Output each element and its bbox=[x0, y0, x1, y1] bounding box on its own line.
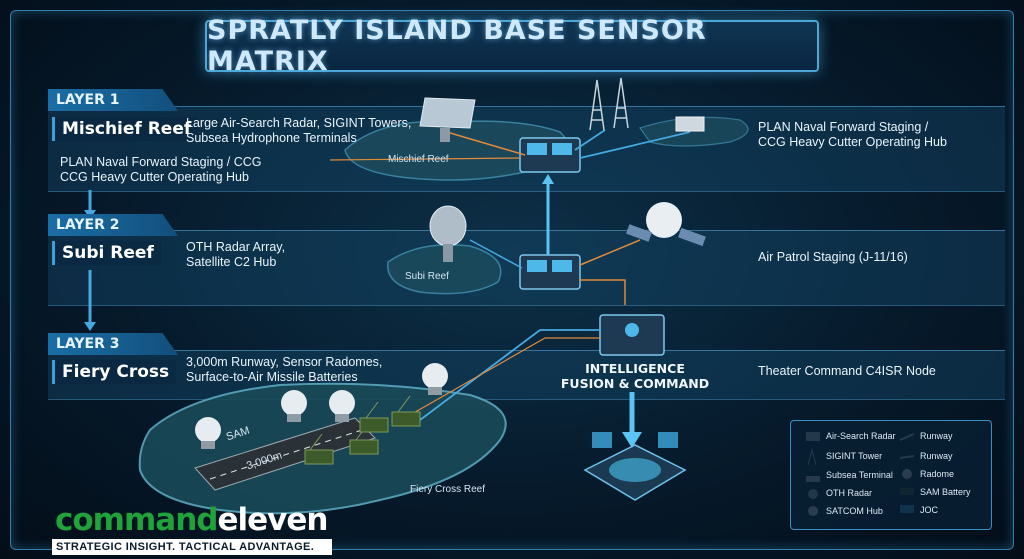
layer-1-sensors-line2: Subsea Hydrophone Terminals bbox=[186, 131, 357, 145]
fusion-command-console bbox=[599, 314, 665, 356]
layer-3-reef-name: Fiery Cross bbox=[52, 360, 177, 384]
fusion-command-label: INTELLIGENCE FUSION & COMMAND bbox=[560, 361, 710, 391]
layer-2-sensors-line2: Satellite C2 Hub bbox=[186, 255, 277, 269]
fusion-to-joc-arrowhead bbox=[622, 432, 642, 448]
layer-2-label: LAYER 2 bbox=[48, 214, 178, 236]
subi-reef-island bbox=[387, 243, 502, 295]
satcom-hub-icon bbox=[626, 202, 706, 247]
layer-3-role-line1: Theater Command C4ISR Node bbox=[758, 364, 936, 378]
fiery-cross-to-fusion-link-2 bbox=[409, 337, 600, 416]
subi-to-mischief-arrowhead bbox=[542, 174, 554, 184]
title-banner: SPRATLY ISLAND BASE SENSOR MATRIX bbox=[205, 15, 819, 77]
subi-hub-console bbox=[519, 254, 581, 290]
layer-3-label: LAYER 3 bbox=[48, 333, 178, 355]
outer-frame bbox=[10, 10, 1014, 550]
legend-satcom-hub: SATCOM Hub bbox=[826, 506, 883, 516]
runway-strip bbox=[194, 417, 376, 491]
subi-radar-link bbox=[469, 239, 523, 269]
radar-to-hub-link bbox=[439, 129, 526, 156]
terminal-to-hub-link bbox=[579, 131, 691, 159]
legend-runway: Runway bbox=[920, 431, 953, 441]
layer-2-reef-name: Subi Reef bbox=[52, 241, 161, 265]
towers-to-hub-link bbox=[574, 129, 606, 151]
sigint-tower-icon bbox=[589, 77, 629, 131]
layer-1-reef-name: Mischief Reef bbox=[52, 117, 199, 141]
layer-1-left-line2: CCG Heavy Cutter Operating Hub bbox=[60, 170, 249, 184]
brand-part1: command bbox=[55, 502, 218, 538]
layer-3-sensors-line1: 3,000m Runway, Sensor Radomes, bbox=[186, 355, 383, 369]
mischief-reef-caption: Mischief Reef bbox=[388, 154, 449, 165]
legend-sigint-tower: SIGINT Tower bbox=[826, 451, 883, 461]
radome-icons bbox=[195, 363, 448, 449]
page-title: SPRATLY ISLAND BASE SENSOR MATRIX bbox=[207, 15, 707, 77]
layer-1-left-line1: PLAN Naval Forward Staging / CCG bbox=[60, 155, 262, 169]
layer-1-label: LAYER 1 bbox=[48, 89, 178, 111]
legend-oth-radar: OTH Radar bbox=[826, 488, 873, 498]
brand-tagline: STRATEGIC INSIGHT. TACTICAL ADVANTAGE. bbox=[52, 539, 332, 555]
layer-1-band bbox=[48, 106, 1005, 192]
legend-subsea-terminal: Subsea Terminal bbox=[826, 470, 893, 480]
legend-panel bbox=[790, 420, 992, 530]
layer-1-role-line1: PLAN Naval Forward Staging / bbox=[758, 120, 929, 134]
legend-joc: JOC bbox=[920, 505, 938, 515]
subi-reef-caption: Subi Reef bbox=[405, 271, 449, 282]
layer-1-role-line2: CCG Heavy Cutter Operating Hub bbox=[758, 135, 947, 149]
joc-console bbox=[583, 432, 687, 501]
subi-to-fusion-link bbox=[580, 279, 626, 305]
air-search-radar-icon bbox=[419, 97, 476, 142]
mischief-hub-console bbox=[519, 137, 581, 173]
brand-part2: eleven bbox=[217, 502, 328, 538]
runway-centerline bbox=[209, 429, 363, 480]
layer-2-role-line1: Air Patrol Staging (J-11/16) bbox=[758, 250, 908, 264]
legend-sam-battery: SAM Battery bbox=[920, 487, 971, 497]
fusion-line1: INTELLIGENCE bbox=[585, 361, 685, 376]
satellite-link bbox=[579, 239, 641, 266]
legend-air-search-radar: Air-Search Radar bbox=[826, 431, 896, 441]
fusion-line2: FUSION & COMMAND bbox=[560, 376, 710, 391]
sam-battery-icons bbox=[304, 395, 421, 465]
layer-2-sensors-line1: OTH Radar Array, bbox=[186, 240, 286, 254]
mischief-left-link bbox=[329, 157, 521, 161]
oth-radar-icon bbox=[429, 205, 467, 262]
layer-3-sensors-line2: Surface-to-Air Missile Batteries bbox=[186, 370, 358, 384]
fiery-cross-to-fusion-link bbox=[419, 329, 600, 421]
fiery-cross-reef-caption: Fiery Cross Reef bbox=[410, 484, 486, 495]
subsea-terminal-icon bbox=[675, 116, 705, 132]
legend-runway-strip: Runway bbox=[920, 451, 953, 461]
legend-radome: Radome bbox=[920, 469, 955, 479]
layer-1-sensors-line1: Large Air-Search Radar, SIGINT Towers, bbox=[186, 116, 412, 130]
layer-2-to-3-arrowhead bbox=[84, 322, 96, 331]
brand-logo: commandeleven bbox=[55, 502, 328, 538]
layer-3-band bbox=[48, 350, 1005, 400]
